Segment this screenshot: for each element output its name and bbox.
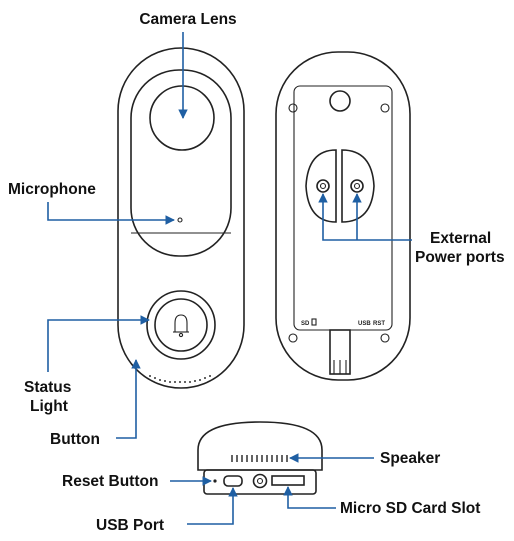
- sd-card-icon: [311, 318, 317, 326]
- back-screw-bottom-left: [288, 333, 298, 343]
- micro-sd-label: Micro SD Card Slot: [340, 500, 480, 517]
- power-port-right: [350, 179, 364, 193]
- labels: Camera Lens Microphone Status Light Butt…: [8, 11, 505, 534]
- front-view: [117, 47, 245, 389]
- power-port-right-cover: [341, 149, 375, 223]
- microphone-callout: [47, 202, 175, 225]
- usb-port: [223, 475, 243, 487]
- power-port-left-cover: [305, 149, 337, 223]
- microphone-hole: [177, 217, 183, 223]
- bottom-center-hole: [252, 473, 268, 489]
- usb-port-callout: [187, 487, 238, 525]
- button-callout: [116, 359, 141, 439]
- front-top-panel: [130, 69, 232, 257]
- back-body: [275, 51, 411, 381]
- status-light-callout: [47, 315, 150, 372]
- status-light-label-line1: Status: [24, 379, 71, 396]
- external-power-callout: [322, 196, 412, 241]
- reset-button-hole: [213, 479, 217, 483]
- back-screw-top-left: [288, 103, 298, 113]
- camera-lens-label: Camera Lens: [139, 11, 236, 28]
- back-screw-top-right: [380, 103, 390, 113]
- bell-icon: [173, 314, 189, 338]
- external-power-label-line1: External: [430, 230, 491, 247]
- back-view: SD USB RST: [275, 51, 411, 381]
- bottom-speaker-dots: [149, 375, 211, 383]
- micro-sd-slot: [271, 475, 305, 486]
- button-outer-ring: [146, 290, 216, 360]
- status-light-label-line2: Light: [30, 398, 68, 415]
- usb-port-label: USB Port: [96, 517, 164, 534]
- back-inner-plate: [293, 85, 393, 331]
- back-rst-mark: RST: [373, 321, 385, 327]
- reset-button-label: Reset Button: [62, 473, 158, 490]
- back-top-hole: [329, 90, 351, 112]
- microphone-label: Microphone: [8, 181, 96, 198]
- front-body: [117, 47, 245, 389]
- callouts: [47, 32, 412, 525]
- button-face: [154, 298, 208, 352]
- bottom-base: [203, 469, 317, 495]
- external-power-label-line2: Power ports: [415, 249, 505, 266]
- button-label: Button: [50, 431, 100, 448]
- bottom-body: [197, 421, 323, 471]
- speaker-grille: [231, 455, 288, 462]
- speaker-label: Speaker: [380, 450, 440, 467]
- micro-sd-callout: [283, 486, 336, 509]
- back-usb-mark: USB: [358, 321, 371, 327]
- power-port-left: [316, 179, 330, 193]
- back-screw-bottom-right: [380, 333, 390, 343]
- back-sd-mark: SD: [301, 321, 310, 327]
- camera-lens: [149, 85, 215, 151]
